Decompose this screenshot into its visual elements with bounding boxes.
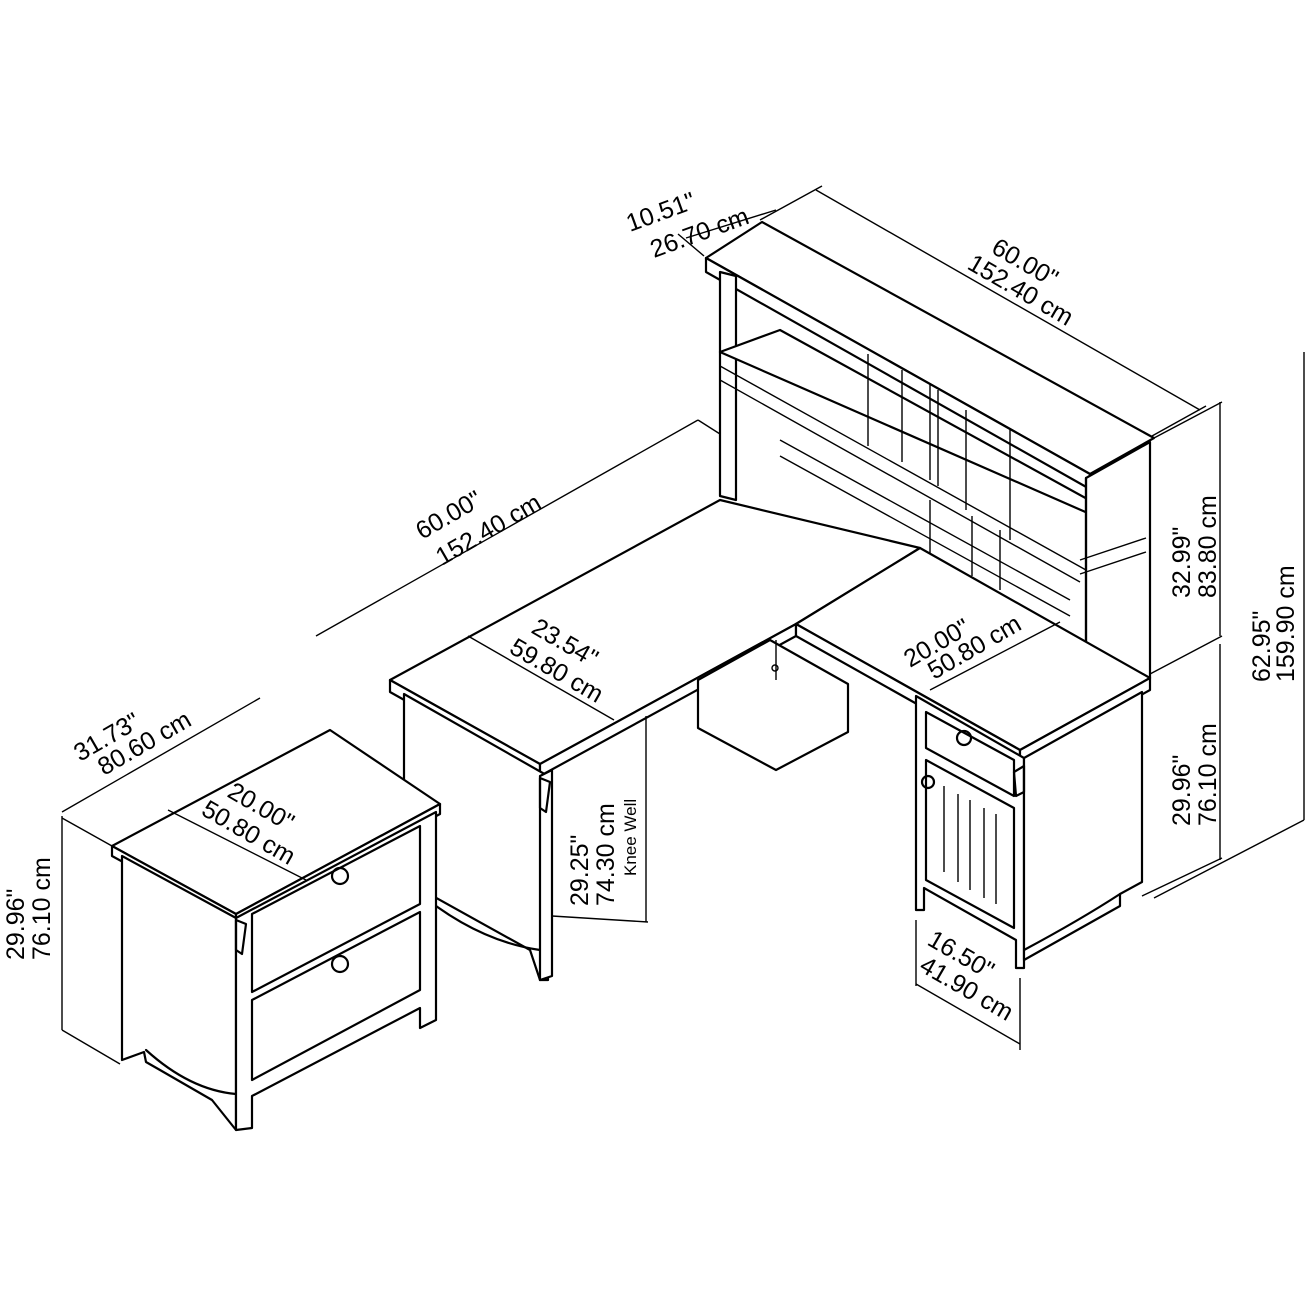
- total-height-cm: 159.90 cm: [1272, 565, 1300, 682]
- hutch: [704, 220, 1156, 712]
- file-height-in: 29.96": [2, 889, 30, 960]
- hutch-height-in: 32.99": [1168, 527, 1196, 598]
- l-desk: [388, 498, 1152, 982]
- desk-height-in: 29.96": [1168, 755, 1196, 826]
- knee-well-cm: 74.30 cm: [592, 803, 620, 906]
- file-height-cm: 76.10 cm: [28, 857, 56, 960]
- knee-well-label: Knee Well: [621, 799, 640, 876]
- total-height-in: 62.95": [1248, 611, 1276, 682]
- desk-height-cm: 76.10 cm: [1194, 723, 1222, 826]
- lateral-file-cabinet: [110, 728, 442, 1132]
- dimension-lines: [61, 185, 1305, 1065]
- hutch-height-cm: 83.80 cm: [1194, 495, 1222, 598]
- knee-well-in: 29.25": [566, 835, 594, 906]
